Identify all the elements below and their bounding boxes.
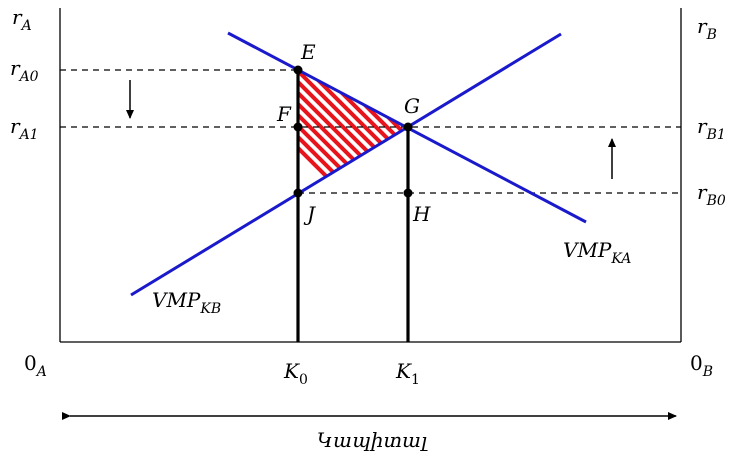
hatch-stripe xyxy=(406,70,408,192)
origin-right-label: 0B xyxy=(690,351,713,380)
point-h xyxy=(403,188,413,198)
label-point-g: G xyxy=(404,94,420,118)
label-rA1: rA1 xyxy=(10,114,39,143)
welfare-loss-hatched-area xyxy=(298,60,581,200)
hatch-stripe xyxy=(395,70,408,192)
label-k1: K1 xyxy=(395,359,420,388)
left-axis-label: rA xyxy=(12,5,32,34)
hatch-stripe xyxy=(419,60,559,200)
label-point-h: H xyxy=(412,202,431,226)
label-vmp-ka: VMPKA xyxy=(563,238,631,267)
hatch-stripe xyxy=(441,60,581,200)
point-g xyxy=(403,122,413,132)
point-e xyxy=(293,65,303,75)
vmp-kb-curve xyxy=(130,32,562,297)
label-point-f: F xyxy=(276,102,292,126)
capital-axis-caption: Կապիտալ xyxy=(317,428,428,452)
label-rA0: rA0 xyxy=(10,56,39,85)
label-vmp-kb: VMPKB xyxy=(152,288,221,317)
origin-left-label: 0A xyxy=(24,351,47,380)
point-j xyxy=(293,188,303,198)
point-f xyxy=(293,122,303,132)
label-k0: K0 xyxy=(283,359,308,388)
label-point-j: J xyxy=(303,202,316,226)
hatch-stripe xyxy=(430,60,570,200)
label-rB0: rB0 xyxy=(697,180,726,209)
label-rB1: rB1 xyxy=(697,114,726,143)
right-axis-label: rB xyxy=(697,14,717,43)
label-point-e: E xyxy=(300,40,316,64)
